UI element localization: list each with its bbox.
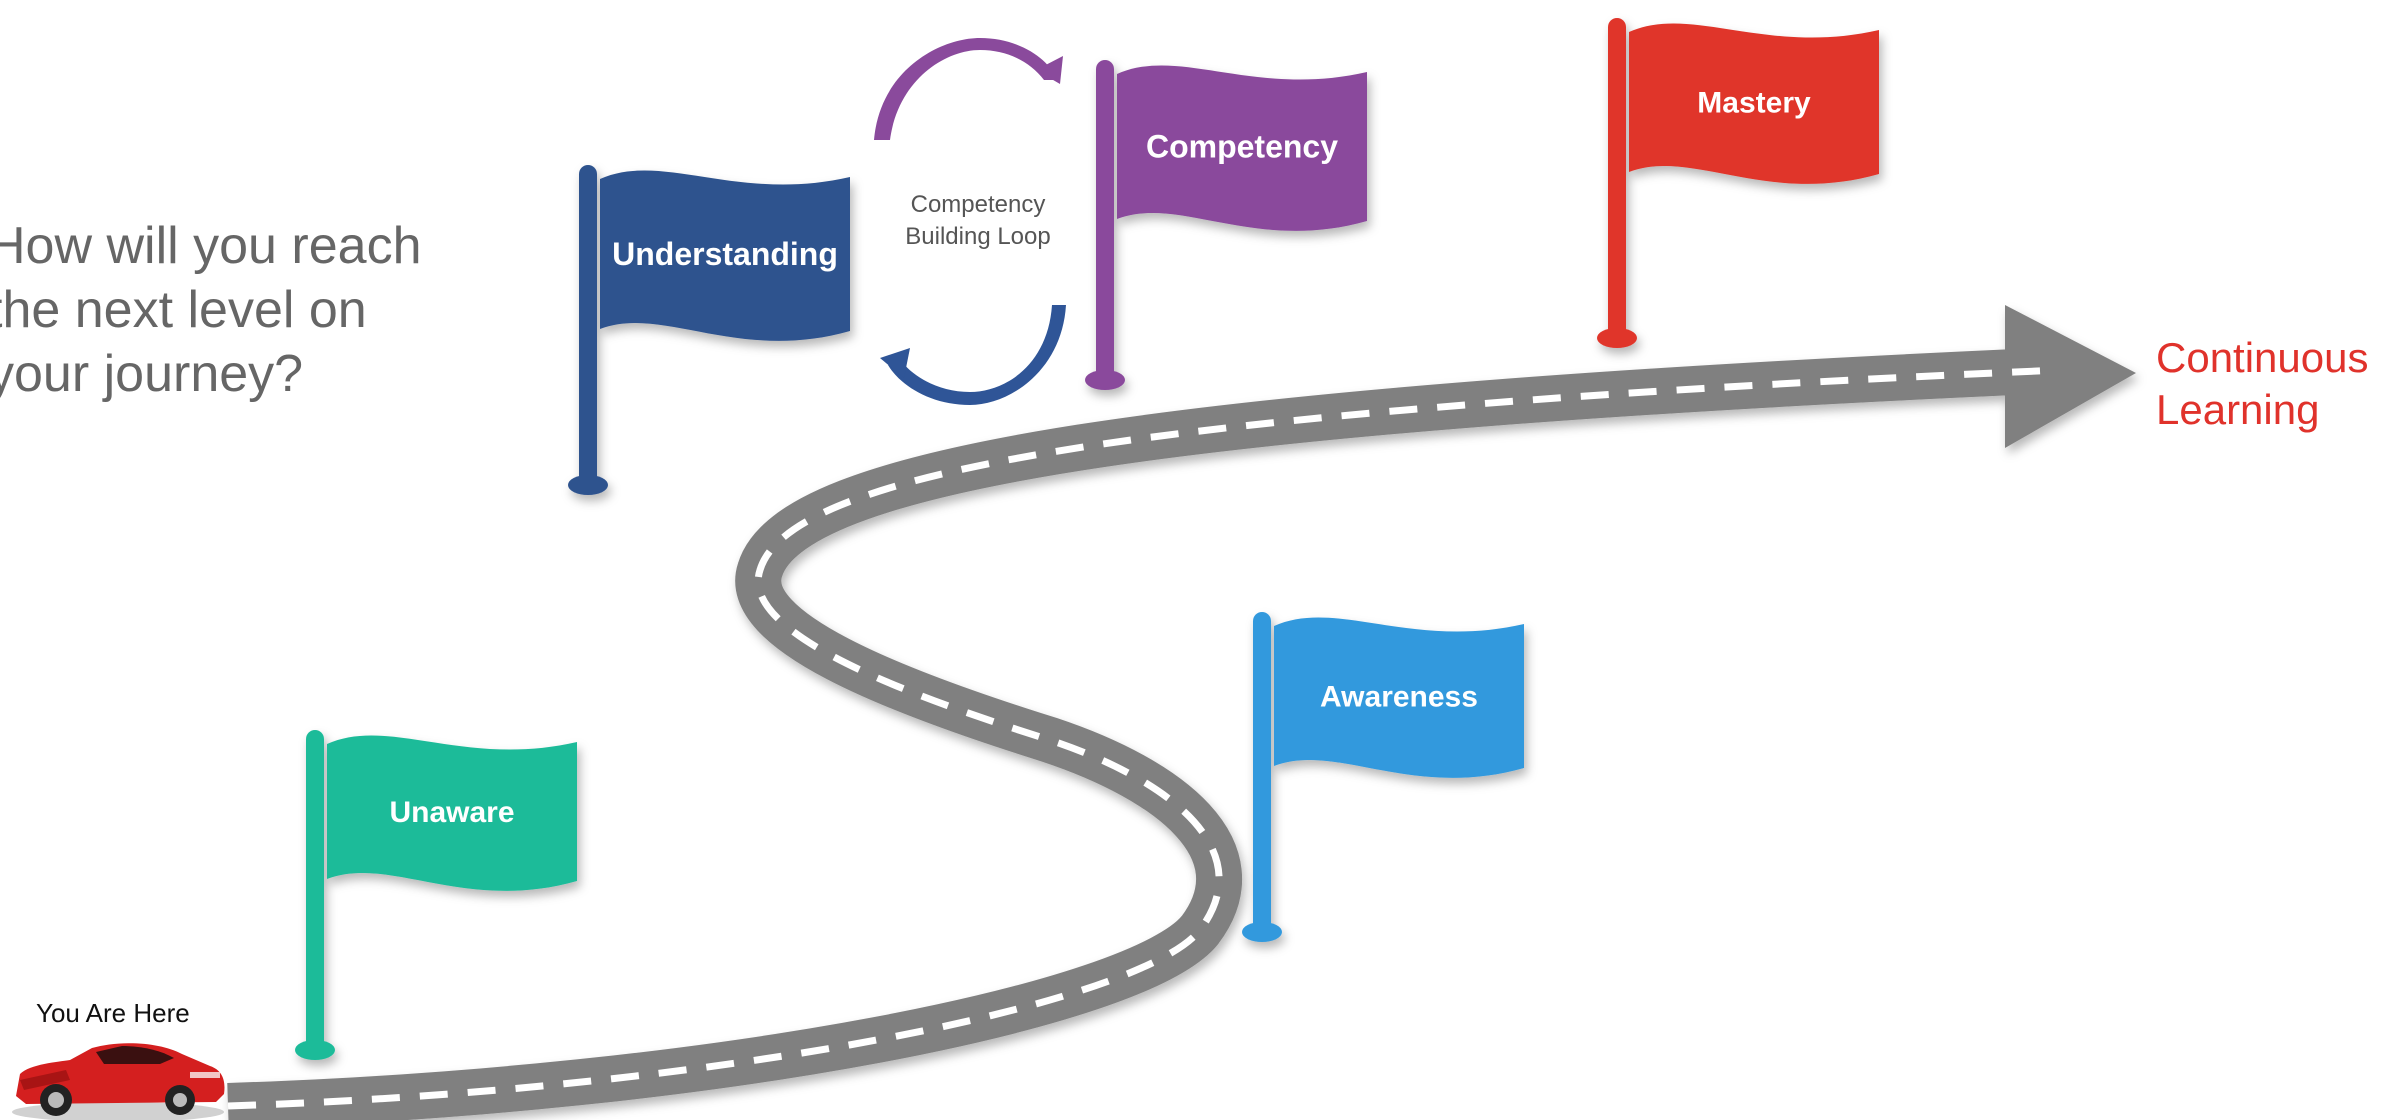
road-center-line: [227, 366, 2061, 1110]
flag-base: [1597, 328, 1637, 348]
loop-arrow-bottom-head-icon: [880, 348, 910, 378]
you-are-here-label: You Are Here: [36, 998, 190, 1028]
loop-arrow-top-head-icon: [1036, 56, 1063, 84]
road-arrowhead: [2005, 305, 2136, 448]
flag-understanding: [568, 165, 850, 495]
flag-base: [1242, 922, 1282, 942]
flag-pole: [1253, 612, 1271, 932]
flag-banner: [600, 170, 850, 341]
flag-mastery: [1597, 18, 1879, 348]
loop-arrow-bottom-icon: [888, 305, 1066, 405]
flag-pole: [306, 730, 324, 1050]
road: [227, 305, 2136, 1120]
flag-awareness: [1242, 612, 1524, 942]
flag-pole: [579, 165, 597, 485]
flag-label-competency: Competency: [1146, 129, 1338, 165]
loop-label-line2: Building Loop: [905, 223, 1050, 250]
flag-label-awareness: Awareness: [1320, 681, 1478, 714]
flag-base: [1085, 370, 1125, 390]
loop-label-line1: Competency: [911, 191, 1046, 218]
flag-competency: [1085, 60, 1367, 390]
flag-banner: [1629, 23, 1879, 184]
loop-arrow-top-icon: [874, 38, 1057, 140]
competency-loop: Competency Building Loop: [874, 38, 1066, 405]
journey-question: How will you reach the next level on you…: [0, 217, 422, 403]
flag-unaware: [295, 730, 577, 1060]
flag-banner: [1274, 617, 1524, 778]
flag-banner: [327, 735, 577, 891]
flag-label-understanding: Understanding: [612, 236, 838, 272]
flag-banner: [1117, 65, 1367, 231]
flags: Unaware Understanding Competency MasteryAwa…: [295, 18, 1879, 1060]
continuous-learning-label: Continuous Learning: [2156, 334, 2369, 433]
flag-pole: [1096, 60, 1114, 380]
flag-base: [295, 1040, 335, 1060]
road-surface: [227, 347, 2062, 1120]
flag-base: [568, 475, 608, 495]
flag-label-unaware: Unaware: [389, 796, 514, 829]
flag-pole: [1608, 18, 1626, 338]
flag-label-mastery: Mastery: [1697, 87, 1811, 120]
red-sports-car-icon: [12, 1043, 225, 1120]
